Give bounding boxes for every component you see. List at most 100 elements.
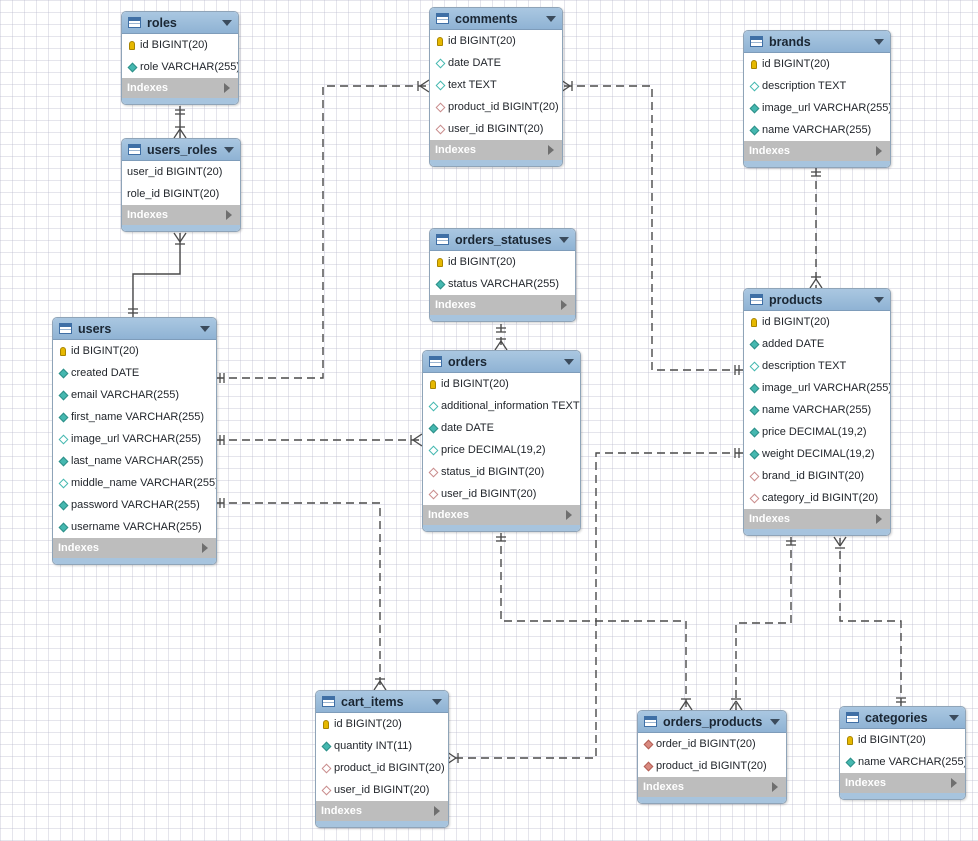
table-header[interactable]: cart_items: [316, 691, 448, 713]
expand-arrow-icon[interactable]: [202, 543, 208, 553]
relationship-brands-products[interactable]: [809, 168, 823, 289]
column-row[interactable]: additional_information TEXT: [423, 395, 580, 417]
table-header[interactable]: products: [744, 289, 890, 311]
relationship-users-comments[interactable]: [216, 79, 430, 383]
column-row[interactable]: weight DECIMAL(19,2): [744, 443, 890, 465]
column-row[interactable]: quantity INT(11): [316, 735, 448, 757]
column-row[interactable]: id BIGINT(20): [430, 30, 562, 52]
column-row[interactable]: date DATE: [430, 52, 562, 74]
expand-arrow-icon[interactable]: [224, 83, 230, 93]
column-row[interactable]: id BIGINT(20): [744, 311, 890, 333]
column-row[interactable]: username VARCHAR(255): [53, 516, 216, 538]
relationship-products-comments[interactable]: [560, 79, 743, 375]
column-row[interactable]: description TEXT: [744, 75, 890, 97]
collapse-caret-icon[interactable]: [564, 358, 574, 365]
column-row[interactable]: product_id BIGINT(20): [316, 757, 448, 779]
indexes-section[interactable]: Indexes: [744, 141, 890, 161]
column-row[interactable]: id BIGINT(20): [122, 34, 238, 56]
collapse-caret-icon[interactable]: [222, 19, 232, 26]
column-row[interactable]: brand_id BIGINT(20): [744, 465, 890, 487]
table-header[interactable]: users_roles: [122, 139, 240, 161]
table-header[interactable]: orders_products: [638, 711, 786, 733]
column-row[interactable]: name VARCHAR(255): [840, 751, 965, 773]
table-header[interactable]: orders_statuses: [430, 229, 575, 251]
expand-arrow-icon[interactable]: [548, 145, 554, 155]
collapse-caret-icon[interactable]: [874, 296, 884, 303]
relationship-users-orders[interactable]: [216, 433, 423, 447]
expand-arrow-icon[interactable]: [561, 300, 567, 310]
indexes-section[interactable]: Indexes: [122, 205, 240, 225]
relationship-orders-orders_products[interactable]: [496, 533, 693, 711]
collapse-caret-icon[interactable]: [200, 325, 210, 332]
column-row[interactable]: id BIGINT(20): [316, 713, 448, 735]
indexes-section[interactable]: Indexes: [53, 538, 216, 558]
column-row[interactable]: product_id BIGINT(20): [638, 755, 786, 777]
column-row[interactable]: added DATE: [744, 333, 890, 355]
column-row[interactable]: middle_name VARCHAR(255): [53, 472, 216, 494]
column-row[interactable]: first_name VARCHAR(255): [53, 406, 216, 428]
column-row[interactable]: role VARCHAR(255): [122, 56, 238, 78]
relationship-categories-products[interactable]: [833, 536, 906, 706]
indexes-section[interactable]: Indexes: [430, 295, 575, 315]
column-row[interactable]: price DECIMAL(19,2): [423, 439, 580, 461]
column-row[interactable]: id BIGINT(20): [53, 340, 216, 362]
indexes-section[interactable]: Indexes: [423, 505, 580, 525]
indexes-section[interactable]: Indexes: [840, 773, 965, 793]
indexes-section[interactable]: Indexes: [122, 78, 238, 98]
column-row[interactable]: image_url VARCHAR(255): [744, 377, 890, 399]
expand-arrow-icon[interactable]: [876, 514, 882, 524]
column-row[interactable]: user_id BIGINT(20): [122, 161, 240, 183]
column-row[interactable]: product_id BIGINT(20): [430, 96, 562, 118]
column-row[interactable]: user_id BIGINT(20): [316, 779, 448, 801]
table-header[interactable]: comments: [430, 8, 562, 30]
column-row[interactable]: created DATE: [53, 362, 216, 384]
column-row[interactable]: id BIGINT(20): [744, 53, 890, 75]
expand-arrow-icon[interactable]: [566, 510, 572, 520]
column-row[interactable]: order_id BIGINT(20): [638, 733, 786, 755]
column-row[interactable]: user_id BIGINT(20): [430, 118, 562, 140]
expand-arrow-icon[interactable]: [434, 806, 440, 816]
relationship-users-users_roles[interactable]: [128, 232, 187, 317]
column-row[interactable]: price DECIMAL(19,2): [744, 421, 890, 443]
column-row[interactable]: id BIGINT(20): [430, 251, 575, 273]
table-header[interactable]: roles: [122, 12, 238, 34]
column-row[interactable]: email VARCHAR(255): [53, 384, 216, 406]
collapse-caret-icon[interactable]: [559, 236, 569, 243]
collapse-caret-icon[interactable]: [432, 698, 442, 705]
expand-arrow-icon[interactable]: [226, 210, 232, 220]
table-header[interactable]: brands: [744, 31, 890, 53]
column-row[interactable]: name VARCHAR(255): [744, 399, 890, 421]
column-row[interactable]: id BIGINT(20): [423, 373, 580, 395]
collapse-caret-icon[interactable]: [224, 146, 234, 153]
relationship-users-cart_items[interactable]: [216, 498, 387, 691]
column-row[interactable]: image_url VARCHAR(255): [744, 97, 890, 119]
column-row[interactable]: description TEXT: [744, 355, 890, 377]
column-row[interactable]: text TEXT: [430, 74, 562, 96]
indexes-section[interactable]: Indexes: [638, 777, 786, 797]
collapse-caret-icon[interactable]: [949, 714, 959, 721]
relationship-products-orders_products[interactable]: [729, 537, 796, 711]
column-row[interactable]: name VARCHAR(255): [744, 119, 890, 141]
expand-arrow-icon[interactable]: [772, 782, 778, 792]
expand-arrow-icon[interactable]: [951, 778, 957, 788]
column-row[interactable]: status_id BIGINT(20): [423, 461, 580, 483]
collapse-caret-icon[interactable]: [874, 38, 884, 45]
column-row[interactable]: password VARCHAR(255): [53, 494, 216, 516]
table-header[interactable]: orders: [423, 351, 580, 373]
column-row[interactable]: id BIGINT(20): [840, 729, 965, 751]
expand-arrow-icon[interactable]: [876, 146, 882, 156]
column-row[interactable]: status VARCHAR(255): [430, 273, 575, 295]
collapse-caret-icon[interactable]: [546, 15, 556, 22]
column-row[interactable]: category_id BIGINT(20): [744, 487, 890, 509]
